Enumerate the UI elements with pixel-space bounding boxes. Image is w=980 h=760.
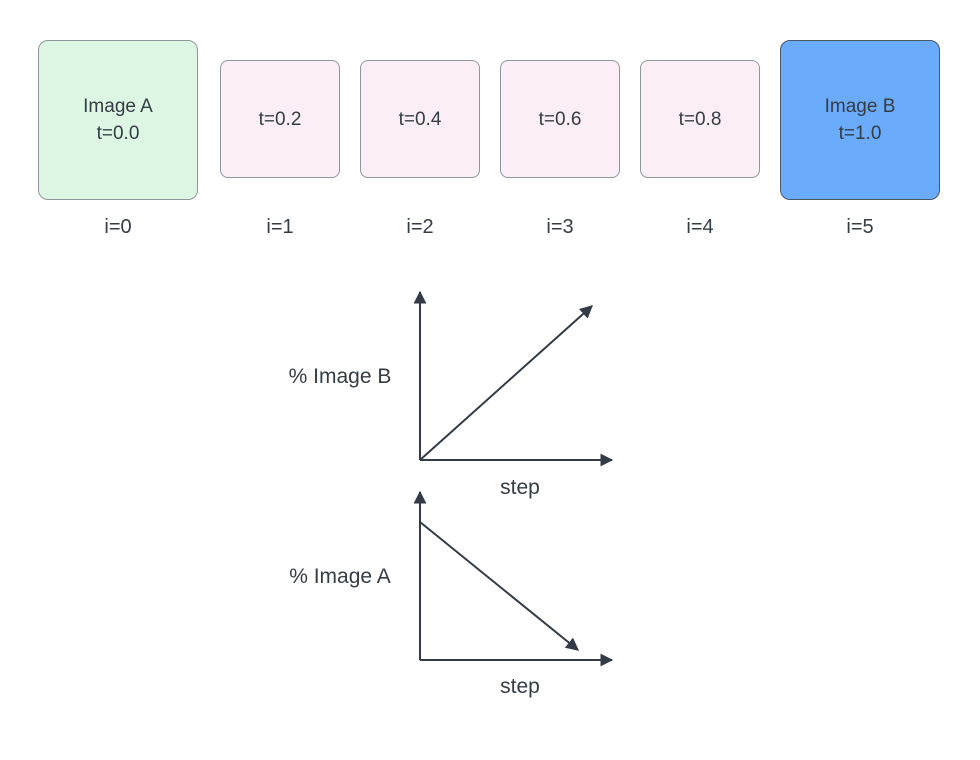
image-b-trend-line	[419, 305, 593, 461]
intermediate-box-4: t=0.8	[640, 60, 760, 178]
index-label-0: i=0	[104, 216, 132, 238]
box-title: t=0.4	[398, 108, 442, 130]
image-a-trend-line	[419, 521, 580, 651]
image-a-y-axis-label: % Image A	[289, 565, 391, 588]
intermediate-box-1: t=0.2	[220, 60, 340, 178]
image-b-box-text: Image B t=1.0	[825, 93, 896, 147]
box-title: t=0.8	[678, 108, 722, 130]
index-label-4: i=4	[686, 216, 714, 238]
box-title: Image A	[83, 96, 153, 117]
index-label-3: i=3	[546, 216, 574, 238]
index-label-2: i=2	[406, 216, 434, 238]
index-label-1: i=1	[266, 216, 294, 238]
image-a-x-axis-label: step	[500, 675, 540, 698]
box-title: t=0.6	[538, 108, 582, 130]
image-b-y-axis-label: % Image B	[288, 365, 392, 388]
box-subtitle: t=0.0	[96, 123, 140, 144]
intermediate-box-2: t=0.4	[360, 60, 480, 178]
image-a-box-text: Image A t=0.0	[83, 93, 153, 147]
box-subtitle: t=1.0	[838, 123, 882, 144]
intermediate-box-3: t=0.6	[500, 60, 620, 178]
box-title: Image B	[824, 96, 896, 117]
index-label-5: i=5	[846, 216, 874, 238]
box-title: t=0.2	[258, 108, 302, 130]
image-a-box: Image A t=0.0	[38, 40, 198, 200]
image-b-x-axis-label: step	[500, 476, 540, 499]
image-b-box: Image B t=1.0	[780, 40, 940, 200]
